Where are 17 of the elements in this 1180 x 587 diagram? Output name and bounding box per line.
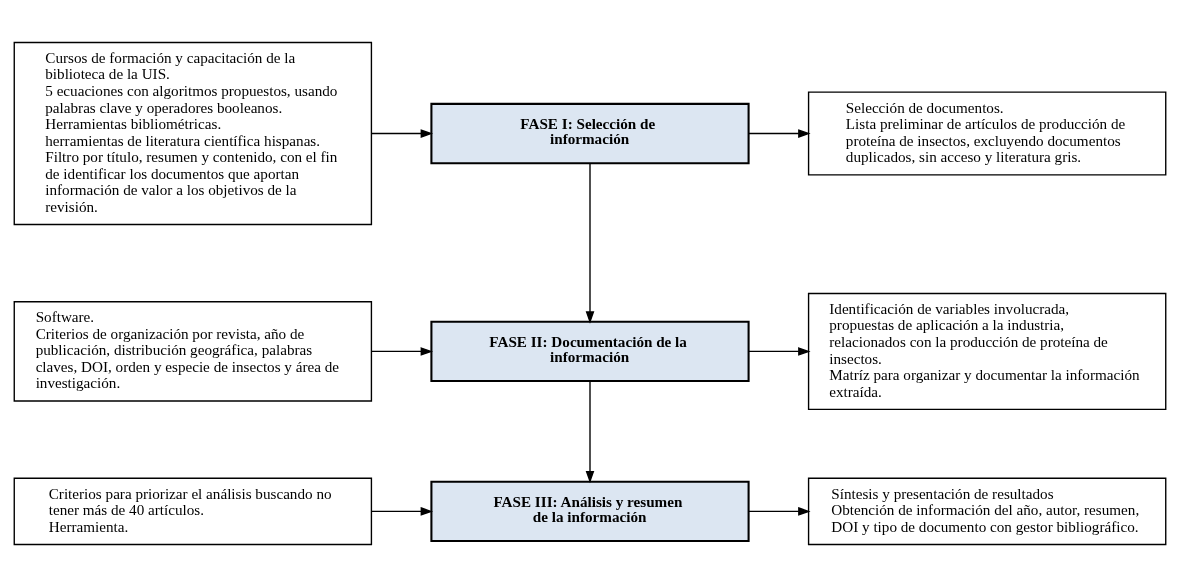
node-box: FASE I: Selección de información xyxy=(430,102,750,165)
node-box: Cursos de formación y capacitación de la biblioteca de la UIS. 5 ecuaciones con algoritmos propuestos, usando palabras clave y operadores booleanos. Herramientas bibliométricas. herramientas de literatura científica hispanas. Filtro por título, resumen y contenido, con el fin de identificar los documentos que aportan información de valor a los objetivos de la revisión. xyxy=(13,41,373,226)
node-box: Software. Criterios de organización por revista, año de publicación, distribución geográfica, palabras claves, DOI, orden y especie de insectos y área de investigación. xyxy=(13,301,373,402)
arrow xyxy=(748,347,811,356)
node-box: Selección de documentos. Lista preliminar de artículos de producción de proteína de insectos, excluyendo documentos duplicados, sin acceso y literatura gris. xyxy=(807,91,1167,176)
node-box: FASE II: Documentación de la información xyxy=(430,320,750,383)
arrow xyxy=(371,507,434,516)
node-box: Identificación de variables involucrada, propuestas de aplicación a la industria, relacionados con la producción de proteína de insectos. Matríz para organizar y documentar la información extraída. xyxy=(807,292,1167,411)
node-box: FASE III: Análisis y resumen de la información xyxy=(430,480,750,543)
arrow xyxy=(585,162,595,324)
node-box: Síntesis y presentación de resultados Obtención de información del año, autor, resumen, DOI y tipo de documento con gestor bibliográfico. xyxy=(807,477,1167,546)
arrow xyxy=(585,380,595,484)
arrow xyxy=(371,347,434,356)
arrow xyxy=(748,507,811,516)
node-box: Criterios para priorizar el análisis buscando no tener más de 40 artículos. Herramienta. xyxy=(13,477,373,546)
arrow xyxy=(748,129,811,138)
arrow xyxy=(371,129,434,138)
